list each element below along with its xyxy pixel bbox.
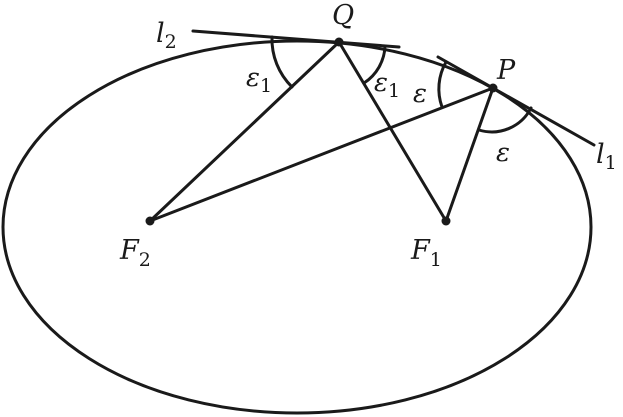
point-f1 [441,216,451,226]
angle-arc-p-left [437,60,448,109]
label-angle-q-left: ε1 [246,63,272,97]
segment-q-f1 [337,40,448,223]
point-q [334,37,344,47]
segment-f2-q [148,40,341,223]
label-p: P [496,55,516,86]
label-angle-q-right: ε1 [374,68,400,102]
label-l1: l1 [596,139,617,174]
label-f1: F1 [410,235,442,271]
angle-arc-q-left [270,35,294,89]
label-f2: F2 [119,235,151,271]
segment-f2-p [148,86,495,223]
tangent-line-l1 [436,55,596,147]
angle-arc-q-right [362,44,387,85]
angle-arc-p-right [477,106,533,134]
segment-p-f1 [444,86,495,223]
label-l2: l2 [156,18,177,53]
point-p [488,83,498,93]
tangent-line-l2 [191,29,401,49]
label-q: Q [332,0,354,31]
label-angle-p-left: ε [413,79,427,109]
ellipse-curve [1,39,593,415]
point-f2 [145,216,155,226]
label-angle-p-right: ε [496,138,510,168]
